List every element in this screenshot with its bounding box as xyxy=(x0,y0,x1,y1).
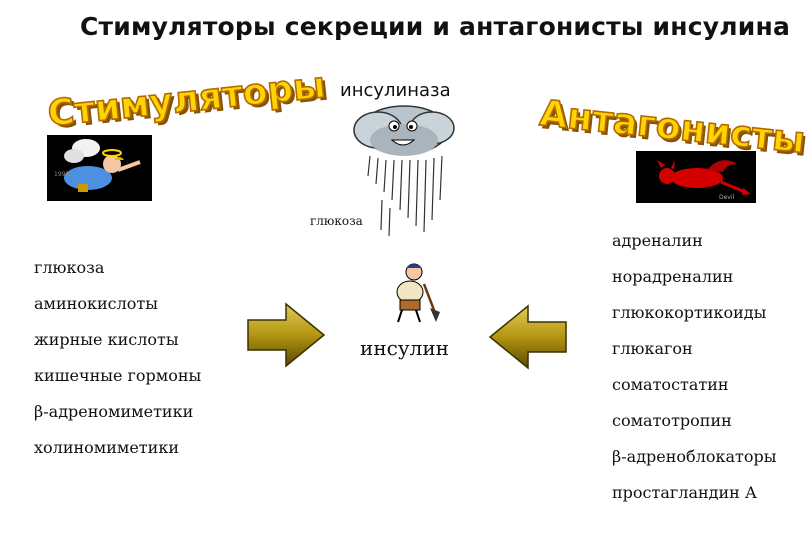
stimulator-item: холиномиметики xyxy=(34,438,179,457)
stimulator-item: аминокислоты xyxy=(34,294,158,313)
right-arrow-icon xyxy=(246,302,326,368)
page-title: Стимуляторы секреции и антагонисты инсул… xyxy=(80,12,791,41)
stimulator-item: β-адреномиметики xyxy=(34,402,194,421)
antagonist-item: соматотропин xyxy=(612,411,732,430)
glucose-center-label: глюкоза xyxy=(310,214,363,228)
antagonist-item: адреналин xyxy=(612,231,703,250)
svg-text:1990: 1990 xyxy=(54,171,69,178)
man-with-shovel-icon xyxy=(380,262,440,327)
insulin-label: инсулин xyxy=(360,336,449,360)
antagonist-item: глюкокортикоиды xyxy=(612,303,767,322)
svg-text:Devil: Devil xyxy=(719,194,735,201)
stimulator-item: жирные кислоты xyxy=(34,330,179,349)
antagonist-item: норадреналин xyxy=(612,267,734,286)
stimulator-item: кишечные гормоны xyxy=(34,366,202,385)
antagonist-item: β-адреноблокаторы xyxy=(612,447,777,466)
insulinase-label: инсулиназа xyxy=(340,80,451,101)
antagonist-item: глюкагон xyxy=(612,339,693,358)
angel-icon: 1990 xyxy=(47,135,152,201)
storm-cloud-icon xyxy=(348,100,463,240)
antagonist-item: простагландин А xyxy=(612,483,758,502)
antagonist-item: соматостатин xyxy=(612,375,729,394)
stimulator-item: глюкоза xyxy=(34,258,105,277)
stimulators-heading: Стимуляторы xyxy=(45,64,328,136)
left-arrow-icon xyxy=(488,304,568,370)
devil-icon: Devil xyxy=(636,151,756,203)
